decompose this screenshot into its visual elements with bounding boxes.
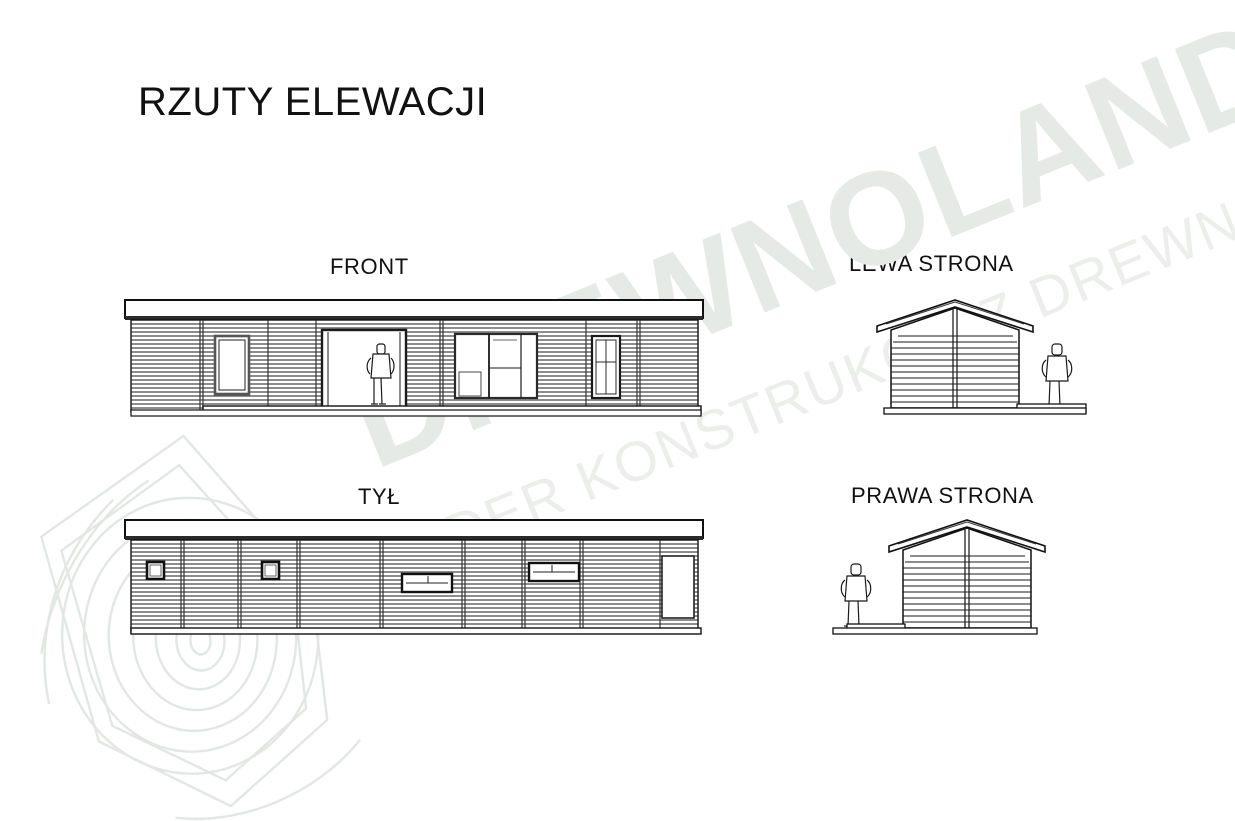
terrace-platform-lewa [883,403,1087,415]
window-tall-narrow-tyl [661,555,695,619]
window-small-square-1-tyl [145,560,166,581]
view-label-front: FRONT [330,254,409,279]
elevation-view-prawa [832,519,1046,635]
siding-courses-prawa [903,555,1031,623]
view-label-lewa: LEWA STRONA [849,251,1014,276]
elevation-view-tyl [124,519,704,635]
human-figure-standing-prawa [840,563,872,627]
ground-line-tyl [130,627,702,635]
roof-fascia-band-front [124,299,704,319]
roof-soffit-front [125,316,703,320]
siding-courses-lewa [891,335,1019,403]
corner-posts-tyl [180,540,661,632]
terrace-platform-prawa [832,623,1038,635]
human-figure-standing-front [366,343,395,405]
window-sliding-assembly-front [453,332,539,400]
window-narrow-tall-front [213,334,251,396]
window-strip-horizontal-1-tyl [400,572,454,594]
gable-center-post-lewa [952,308,958,408]
window-strip-horizontal-2-tyl [527,561,581,583]
wall-gable-lewa [890,307,1020,409]
terrace-platform-front [130,405,702,417]
corner-posts-front [199,320,641,412]
window-small-square-2-tyl [260,560,281,581]
view-label-prawa: PRAWA STRONA [851,483,1034,508]
roof-gable-prawa [888,519,1046,554]
human-figure-standing-lewa [1041,343,1073,407]
door-glazed-narrow-front [590,334,622,400]
roof-gable-lewa [876,299,1034,334]
wall-gable-prawa [902,527,1032,629]
roof-soffit-tyl [125,536,703,540]
gable-center-post-prawa [964,528,970,628]
elevation-view-lewa [876,299,1087,415]
view-label-tyl: TYŁ [358,484,401,509]
roof-fascia-band-tyl [124,519,704,539]
wall-tyl [130,539,699,633]
elevation-view-front [124,299,704,417]
page-title: RZUTY ELEWACJI [138,80,488,124]
